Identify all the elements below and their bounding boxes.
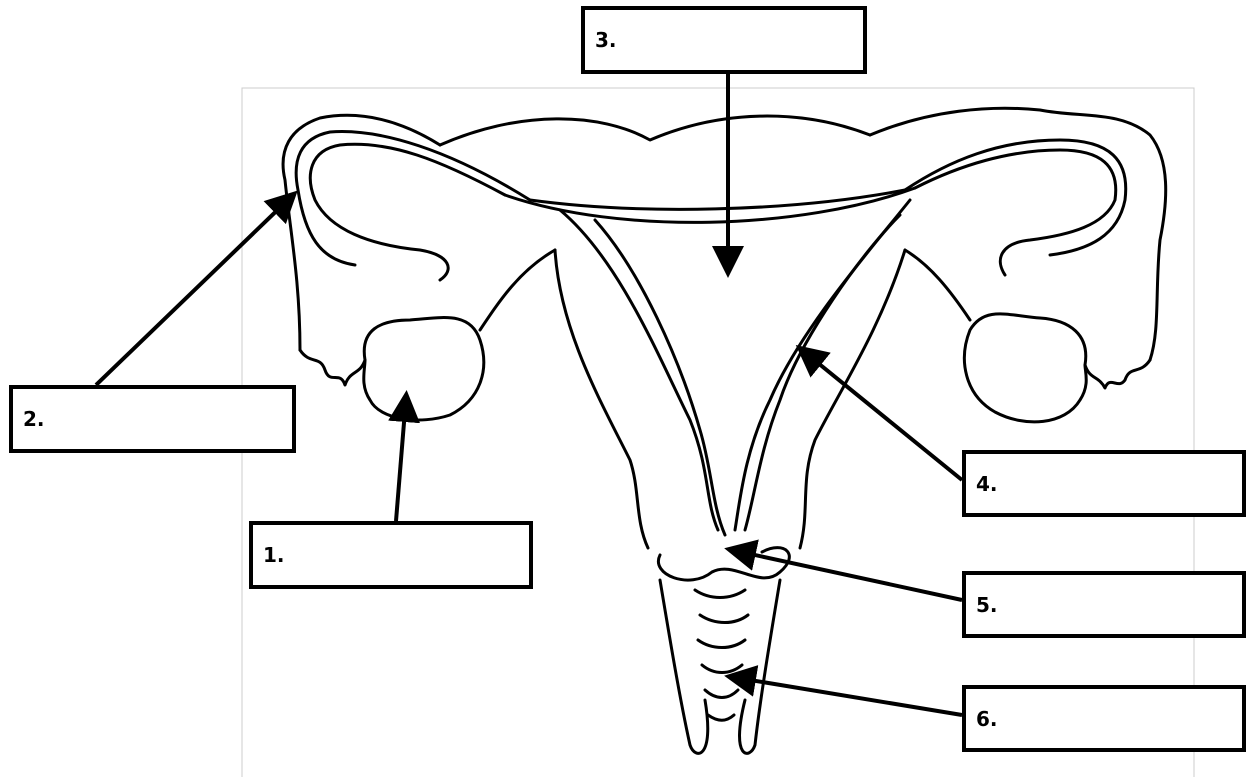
label-box-1[interactable]: 1. [249,521,533,589]
leader-line-4 [802,350,962,480]
endometrium-left-inner [595,220,725,535]
label-box-2[interactable]: 2. [9,385,296,453]
leader-line-6 [732,677,962,715]
endometrium-right-inner [745,215,900,530]
label-number-6: 6. [976,707,998,731]
label-number-2: 2. [23,407,45,431]
label-box-5[interactable]: 5. [962,571,1246,638]
label-box-3[interactable]: 3. [581,6,867,74]
label-box-4[interactable]: 4. [962,450,1246,517]
fallopian-tube-right-inner [915,150,1116,275]
vaginal-rugae [695,590,748,720]
vagina-wall-left [660,580,708,753]
ovary-right [964,314,1086,422]
ovary-left [364,318,484,420]
label-number-1: 1. [263,543,285,567]
vagina-wall-right [740,580,780,753]
fallopian-tube-right-outer [905,140,1126,255]
fimbriae-left [300,350,365,385]
ovarian-ligament-left [480,250,555,330]
fallopian-tube-left-outer [296,132,530,265]
endometrium-left [560,210,718,530]
uterus-wall-left [555,250,648,548]
label-number-4: 4. [976,472,998,496]
label-number-3: 3. [595,28,617,52]
uterus-wall-right [800,250,905,548]
label-box-6[interactable]: 6. [962,685,1246,752]
ovarian-ligament-right [905,250,970,320]
fallopian-tube-left [283,115,440,350]
fallopian-tube-right [870,108,1166,360]
leader-line-2 [96,196,292,385]
fimbriae-right [1085,360,1150,388]
leader-line-5 [732,550,962,600]
uterus-fundus [440,116,870,145]
label-number-5: 5. [976,593,998,617]
cervix [658,548,789,580]
